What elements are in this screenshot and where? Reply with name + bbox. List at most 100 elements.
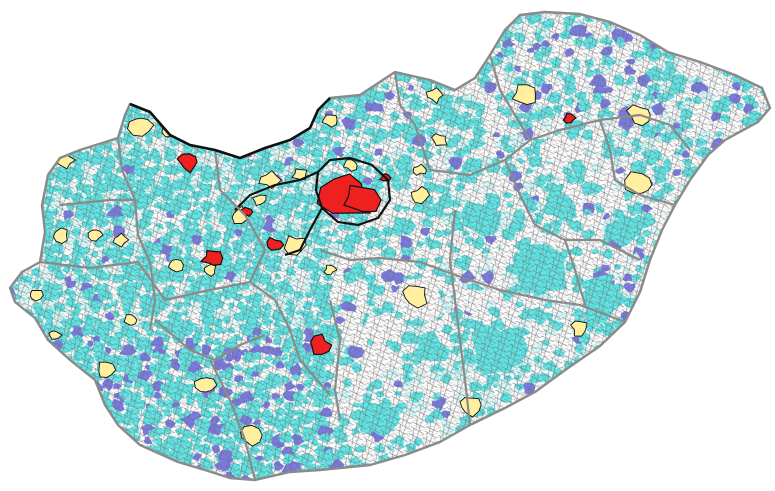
- cyan-municipality: [330, 22, 347, 35]
- cyan-municipality: [681, 458, 694, 471]
- periwinkle-municipality: [754, 214, 761, 222]
- cyan-municipality: [669, 471, 684, 480]
- cyan-municipality: [290, 27, 303, 36]
- cyan-municipality: [329, 14, 341, 25]
- periwinkle-municipality: [662, 360, 677, 372]
- light-cyan-municipality: [319, 56, 331, 66]
- periwinkle-municipality: [732, 325, 742, 335]
- cyan-municipality: [104, 433, 113, 447]
- yellow-municipality: [342, 159, 358, 172]
- cyan-municipality: [655, 299, 666, 310]
- light-cyan-municipality: [470, 470, 486, 480]
- cyan-municipality: [93, 102, 109, 116]
- cyan-municipality: [631, 388, 641, 397]
- periwinkle-municipality: [702, 343, 715, 356]
- cyan-municipality: [10, 199, 18, 210]
- periwinkle-municipality: [174, 465, 183, 473]
- cyan-municipality: [60, 137, 72, 148]
- cyan-municipality: [10, 59, 16, 67]
- cyan-municipality: [705, 414, 717, 423]
- cyan-municipality: [215, 81, 226, 92]
- cyan-municipality: [172, 31, 181, 38]
- cyan-municipality: [101, 129, 111, 139]
- cyan-municipality: [608, 425, 620, 435]
- periwinkle-municipality: [640, 417, 654, 428]
- periwinkle-municipality: [672, 310, 683, 319]
- cyan-municipality: [343, 55, 352, 65]
- cyan-municipality: [74, 389, 85, 399]
- light-cyan-municipality: [60, 41, 71, 49]
- cyan-municipality: [10, 34, 17, 49]
- cyan-municipality: [713, 271, 729, 284]
- cyan-municipality: [290, 12, 308, 24]
- cyan-municipality: [656, 370, 674, 386]
- cyan-municipality: [51, 35, 64, 49]
- periwinkle-municipality: [349, 12, 362, 15]
- cyan-municipality: [523, 461, 534, 471]
- cyan-municipality: [202, 95, 213, 104]
- light-cyan-municipality: [713, 328, 725, 338]
- cyan-municipality: [662, 230, 670, 240]
- cyan-municipality: [191, 108, 204, 118]
- cyan-municipality: [739, 301, 757, 314]
- cyan-municipality: [103, 39, 117, 51]
- cyan-municipality: [10, 48, 11, 60]
- light-cyan-municipality: [721, 34, 731, 41]
- cyan-municipality: [263, 74, 277, 85]
- light-cyan-municipality: [546, 402, 557, 412]
- periwinkle-municipality: [676, 212, 684, 221]
- periwinkle-municipality: [734, 280, 746, 290]
- light-cyan-municipality: [143, 42, 153, 52]
- cyan-municipality: [20, 52, 31, 59]
- cyan-municipality: [493, 450, 504, 461]
- light-cyan-municipality: [660, 389, 677, 402]
- cyan-municipality: [162, 64, 174, 73]
- cyan-municipality: [637, 444, 653, 458]
- cyan-municipality: [121, 20, 135, 34]
- cyan-municipality: [30, 374, 43, 386]
- cyan-municipality: [602, 367, 614, 377]
- cyan-municipality: [30, 73, 40, 83]
- light-cyan-municipality: [671, 446, 684, 456]
- cyan-municipality: [188, 35, 204, 49]
- cyan-municipality: [41, 118, 58, 131]
- cyan-municipality: [241, 24, 254, 35]
- cyan-municipality: [270, 110, 289, 124]
- cyan-municipality: [14, 255, 28, 264]
- county-border: [213, 149, 267, 283]
- cyan-municipality: [136, 48, 152, 64]
- light-cyan-municipality: [285, 50, 297, 58]
- cyan-municipality: [724, 460, 735, 470]
- light-cyan-municipality: [172, 85, 184, 95]
- cyan-municipality: [92, 58, 106, 69]
- cyan-municipality: [553, 417, 567, 428]
- light-cyan-municipality: [11, 61, 21, 68]
- light-cyan-municipality: [278, 100, 292, 111]
- light-cyan-municipality: [254, 90, 267, 101]
- light-cyan-municipality: [615, 455, 627, 465]
- cyan-municipality: [263, 29, 278, 39]
- cyan-municipality: [40, 461, 54, 472]
- cyan-municipality: [743, 392, 752, 399]
- periwinkle-municipality: [724, 355, 735, 364]
- periwinkle-municipality: [707, 38, 725, 53]
- cyan-municipality: [212, 19, 220, 29]
- cyan-municipality: [762, 454, 770, 463]
- light-cyan-municipality: [238, 82, 258, 95]
- cyan-municipality: [244, 12, 253, 21]
- cyan-municipality: [68, 12, 84, 15]
- cyan-municipality: [580, 379, 595, 393]
- periwinkle-municipality: [11, 333, 26, 345]
- cyan-municipality: [234, 113, 245, 122]
- cyan-municipality: [713, 407, 723, 415]
- periwinkle-municipality: [758, 12, 770, 20]
- cyan-municipality: [671, 353, 686, 367]
- cyan-municipality: [17, 12, 32, 23]
- cyan-municipality: [601, 391, 612, 399]
- light-cyan-municipality: [246, 142, 254, 149]
- cyan-municipality: [454, 39, 466, 47]
- cyan-municipality: [526, 12, 537, 13]
- light-cyan-municipality: [314, 12, 327, 20]
- cyan-municipality: [35, 211, 43, 220]
- cyan-municipality: [42, 17, 57, 29]
